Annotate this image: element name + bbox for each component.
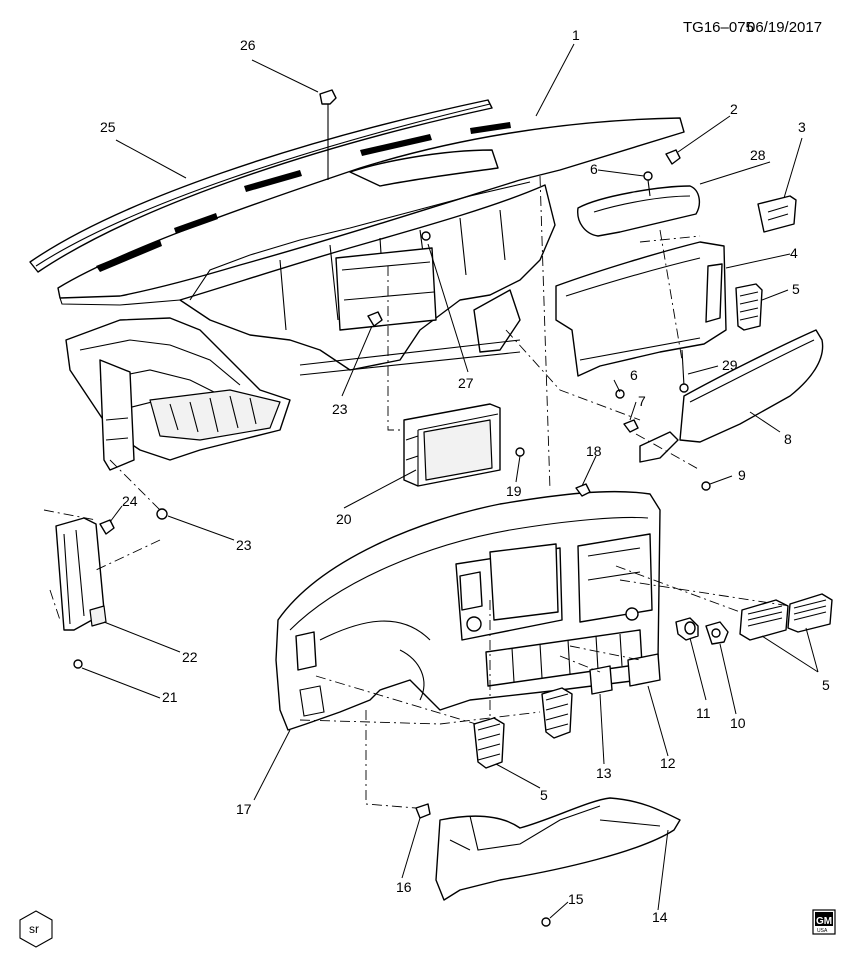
air-outlet-lower-center[interactable] [541, 687, 573, 739]
control-knob[interactable] [705, 621, 729, 645]
air-outlet-lower-left[interactable] [473, 717, 505, 769]
callout-3: 3 [798, 119, 806, 135]
callout-16: 16 [396, 879, 412, 895]
callout-9: 9 [738, 467, 746, 483]
callout-11: 11 [696, 705, 711, 721]
sr-hexagon-badge: sr [19, 910, 53, 948]
defroster-vent-right [360, 122, 511, 156]
callout-17: 17 [236, 801, 252, 817]
diagram-date: 06/19/2017 [747, 19, 822, 36]
speaker-cover[interactable] [577, 185, 701, 237]
fasteners [73, 89, 711, 927]
blank-plate-large[interactable] [627, 653, 661, 687]
callout-6b: 6 [630, 367, 638, 383]
callout-15: 15 [568, 891, 584, 907]
callout-5c: 5 [540, 787, 548, 803]
diagram-code: TG16–075 [683, 19, 754, 36]
defroster-vent-left [96, 170, 302, 272]
callout-5b: 5 [822, 677, 830, 693]
callout-20: 20 [336, 511, 352, 527]
callout-29: 29 [722, 357, 738, 373]
callout-22: 22 [182, 649, 198, 665]
callout-28: 28 [750, 147, 766, 163]
callout-21: 21 [162, 689, 178, 705]
callout-8: 8 [784, 431, 792, 447]
air-outlet-upper-right[interactable] [735, 283, 763, 331]
leader-lines [81, 43, 819, 919]
callout-18: 18 [586, 443, 602, 459]
callout-26: 26 [240, 37, 256, 53]
callout-23b: 23 [236, 537, 252, 553]
callout-7: 7 [638, 393, 646, 409]
instrument-panel-upper[interactable] [29, 99, 685, 471]
air-outlet-far-right[interactable] [787, 593, 833, 633]
knee-bolster-panel[interactable] [435, 797, 681, 901]
callout-27: 27 [458, 375, 474, 391]
trim-clip-bracket[interactable] [757, 195, 797, 233]
callout-25: 25 [100, 119, 116, 135]
gm-logo-text: GM [816, 916, 832, 927]
blank-plate-small[interactable] [589, 665, 613, 695]
side-trim-panel[interactable] [55, 517, 107, 631]
callout-1: 1 [572, 27, 580, 43]
callout-23a: 23 [332, 401, 348, 417]
callout-12: 12 [660, 755, 676, 771]
callout-10: 10 [730, 715, 746, 731]
sr-badge-text: sr [29, 922, 39, 936]
callout-6a: 6 [590, 161, 598, 177]
callout-24: 24 [122, 493, 138, 509]
gm-logo-subtext: USA [817, 928, 828, 934]
callout-2: 2 [730, 101, 738, 117]
glovebox-frame[interactable] [555, 241, 727, 377]
callout-labels: 1 2 3 4 5 5 5 6 6 7 8 9 10 11 12 13 14 1… [100, 27, 830, 925]
callout-14: 14 [652, 909, 668, 925]
air-outlet-center-right[interactable] [739, 599, 789, 641]
gm-logo: GM USA [812, 909, 836, 935]
callout-5a: 5 [792, 281, 800, 297]
reference-lines [43, 175, 791, 809]
switch-knob[interactable] [675, 617, 699, 641]
radio-receiver[interactable] [403, 403, 501, 487]
callout-4: 4 [790, 245, 798, 261]
callout-13: 13 [596, 765, 612, 781]
callout-19: 19 [506, 483, 522, 499]
glovebox-door[interactable] [639, 329, 824, 463]
instrument-panel-bezel[interactable] [275, 490, 661, 731]
